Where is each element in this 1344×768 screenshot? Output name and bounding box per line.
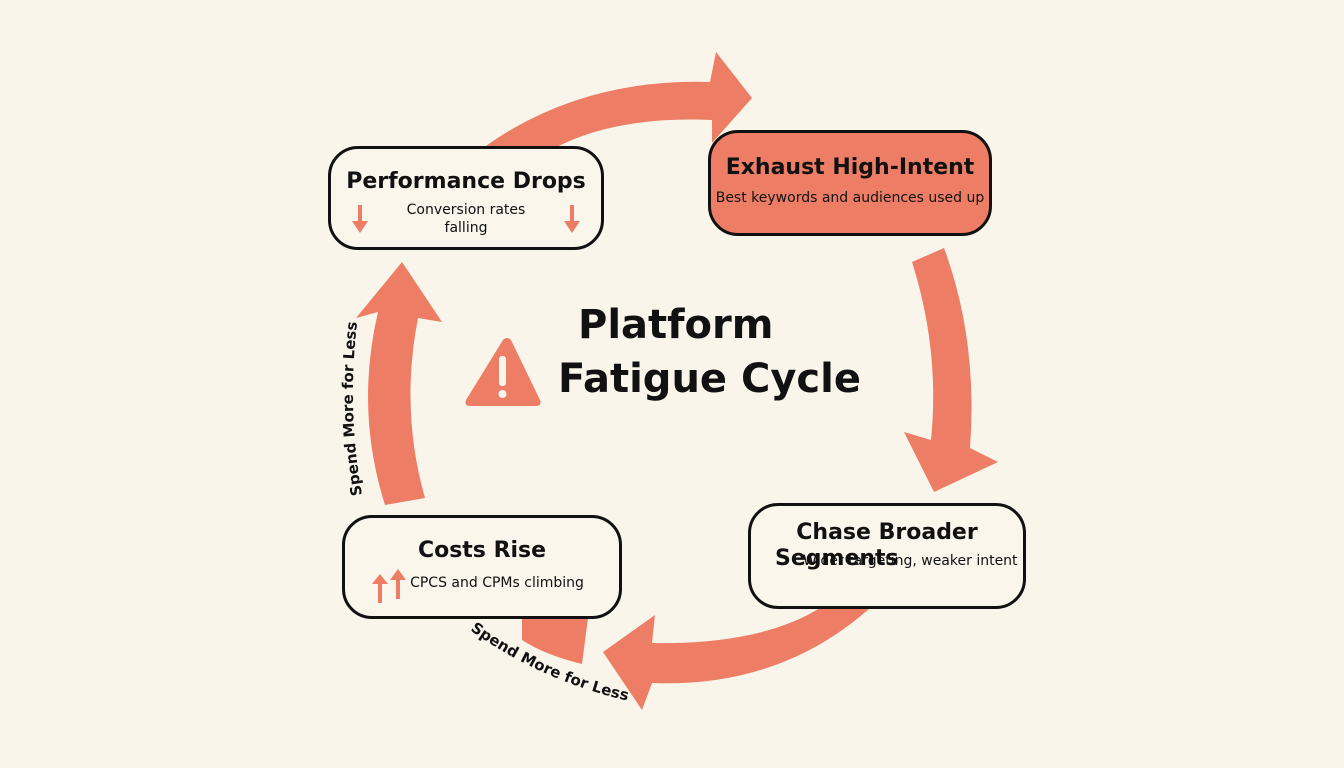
down-arrow-icon — [564, 205, 580, 233]
down-arrow-icon — [352, 205, 368, 233]
node-performance-drops[interactable]: Performance Drops Conversion rates falli… — [328, 146, 604, 250]
node-title: Performance Drops — [346, 169, 586, 194]
title-line-2: Fatigue Cycle — [558, 356, 861, 402]
node-exhaust-high-intent[interactable]: Exhaust High-Intent Best keywords and au… — [708, 130, 992, 236]
node-desc: Wider targeting, weaker intent — [803, 553, 1018, 569]
node-desc: Best keywords and audiences used up — [715, 190, 985, 206]
arrow-right — [904, 248, 998, 492]
diagram-title-line-2: Fatigue Cycle — [558, 354, 861, 404]
node-desc: CPCS and CPMs climbing — [410, 575, 584, 591]
node-desc: Conversion rates falling — [406, 202, 526, 236]
diagram-title: Platform — [578, 300, 773, 350]
node-costs-rise[interactable]: Costs Rise CPCS and CPMs climbing — [342, 515, 622, 619]
left-arc-label: Spend More for Less — [339, 321, 366, 498]
node-title-line-2: Segments — [775, 546, 899, 571]
up-arrows-icon — [372, 569, 406, 603]
warning-icon — [465, 338, 541, 406]
title-line-1: Platform — [578, 302, 774, 348]
arrow-top — [483, 52, 752, 160]
arrow-left — [356, 262, 442, 505]
node-title: Costs Rise — [417, 538, 547, 563]
arrow-bottom — [522, 608, 870, 710]
node-title-line-1: Chase Broader — [796, 520, 978, 545]
node-chase-broader-segments[interactable]: Chase Broader Segments Wider targeting, … — [748, 503, 1026, 609]
node-title: Exhaust High-Intent — [725, 155, 975, 180]
